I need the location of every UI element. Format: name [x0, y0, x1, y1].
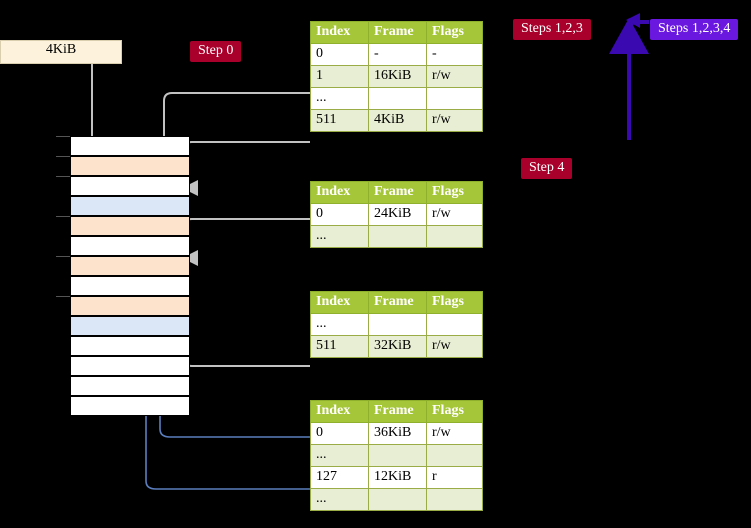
- cell-index: 127: [310, 466, 369, 489]
- column-header-flags: Flags: [426, 291, 483, 314]
- cell-flags: r/w: [426, 65, 483, 88]
- memory-frame-row: [70, 336, 190, 356]
- cell-flags: [426, 87, 483, 110]
- column-header-frame: Frame: [368, 400, 427, 423]
- cell-index: ...: [310, 444, 369, 467]
- cell-flags: [426, 313, 483, 336]
- cell-frame: 4KiB: [368, 109, 427, 132]
- table-row: ...: [310, 488, 483, 511]
- column-header-frame: Frame: [368, 291, 427, 314]
- cell-flags: r/w: [426, 422, 483, 445]
- wire-table1-511-to-memory: [182, 141, 310, 196]
- badge-step-4: Step 4: [521, 158, 573, 179]
- cell-index: 0: [310, 203, 369, 226]
- cell-flags: r/w: [426, 203, 483, 226]
- cell-index: 1: [310, 65, 369, 88]
- memory-frame-row: [70, 356, 190, 376]
- column-header-index: Index: [310, 291, 369, 314]
- column-header-flags: Flags: [426, 21, 483, 44]
- memory-frame-row: [70, 136, 190, 156]
- table-row: ...: [310, 225, 483, 248]
- column-header-frame: Frame: [368, 181, 427, 204]
- wire-table2-to-memory: [182, 218, 310, 266]
- cell-frame: [368, 87, 427, 110]
- cell-flags: r/w: [426, 335, 483, 358]
- wire-table3-to-memory: [170, 322, 310, 367]
- cell-frame: [368, 313, 427, 336]
- memory-frame-row: [70, 176, 190, 196]
- column-header-flags: Flags: [426, 181, 483, 204]
- badge-steps-1234: Steps 1,2,3,4: [650, 19, 739, 40]
- cell-index: 511: [310, 335, 369, 358]
- memory-frame-row: [70, 216, 190, 236]
- memory-column: [56, 136, 190, 416]
- cell-frame: 16KiB: [368, 65, 427, 88]
- cell-index: 511: [310, 109, 369, 132]
- badge-steps-123: Steps 1,2,3: [513, 19, 591, 40]
- memory-tick-mark: [56, 296, 70, 297]
- memory-frame-row: [70, 296, 190, 316]
- badge-step-0: Step 0: [190, 41, 242, 62]
- cell-frame: [368, 488, 427, 511]
- cell-flags: [426, 488, 483, 511]
- memory-tick-mark: [56, 256, 70, 257]
- cell-frame: 32KiB: [368, 335, 427, 358]
- cell-frame: 12KiB: [368, 466, 427, 489]
- table-row: ...: [310, 313, 483, 336]
- cell-index: ...: [310, 225, 369, 248]
- table-row: 0--: [310, 43, 483, 66]
- memory-frame-row: [70, 396, 190, 416]
- memory-tick-mark: [56, 156, 70, 157]
- memory-tick-mark: [56, 136, 70, 137]
- cell-flags: [426, 225, 483, 248]
- cell-frame: [368, 225, 427, 248]
- cell-flags: r/w: [426, 109, 483, 132]
- cell-index: 0: [310, 43, 369, 66]
- memory-frame-row: [70, 376, 190, 396]
- column-header-flags: Flags: [426, 400, 483, 423]
- kib-box-label: 4KiB: [45, 42, 77, 57]
- cell-index: 0: [310, 422, 369, 445]
- kib-box: 4KiB: [0, 40, 122, 64]
- wire-steps-violet: [609, 13, 649, 140]
- cell-frame: 36KiB: [368, 422, 427, 445]
- memory-frame-row: [70, 276, 190, 296]
- cell-flags: r: [426, 466, 483, 489]
- cell-frame: -: [368, 43, 427, 66]
- memory-tick-mark: [56, 216, 70, 217]
- column-header-frame: Frame: [368, 21, 427, 44]
- cell-index: ...: [310, 488, 369, 511]
- memory-tick-mark: [56, 176, 70, 177]
- memory-frame-row: [70, 236, 190, 256]
- memory-frame-row: [70, 316, 190, 336]
- column-header-index: Index: [310, 181, 369, 204]
- table-row: ...: [310, 87, 483, 110]
- column-header-index: Index: [310, 400, 369, 423]
- cell-flags: [426, 444, 483, 467]
- table-row: ...: [310, 444, 483, 467]
- cell-frame: [368, 444, 427, 467]
- cell-frame: 24KiB: [368, 203, 427, 226]
- cell-index: ...: [310, 87, 369, 110]
- memory-frame-row: [70, 256, 190, 276]
- cell-index: ...: [310, 313, 369, 336]
- column-header-index: Index: [310, 21, 369, 44]
- cell-flags: -: [426, 43, 483, 66]
- memory-frame-row: [70, 196, 190, 216]
- memory-frame-row: [70, 156, 190, 176]
